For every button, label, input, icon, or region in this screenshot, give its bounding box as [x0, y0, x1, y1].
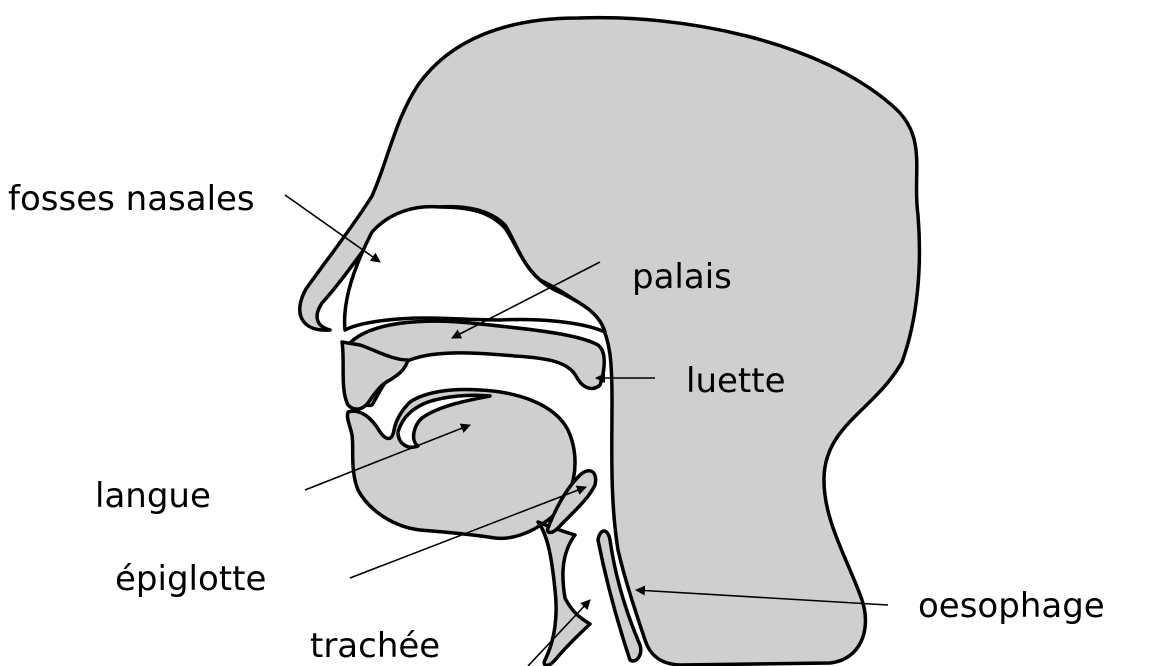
- label-fosses-nasales: fosses nasales: [8, 179, 255, 219]
- label-epiglotte: épiglotte: [115, 559, 266, 599]
- label-langue: langue: [95, 476, 211, 516]
- label-luette: luette: [686, 361, 786, 401]
- label-palais: palais: [632, 257, 732, 297]
- label-trachee: trachée: [310, 626, 440, 666]
- tongue-and-jaw: [347, 390, 575, 539]
- label-oesophage: oesophage: [918, 586, 1105, 626]
- larynx-trachea: [538, 522, 590, 665]
